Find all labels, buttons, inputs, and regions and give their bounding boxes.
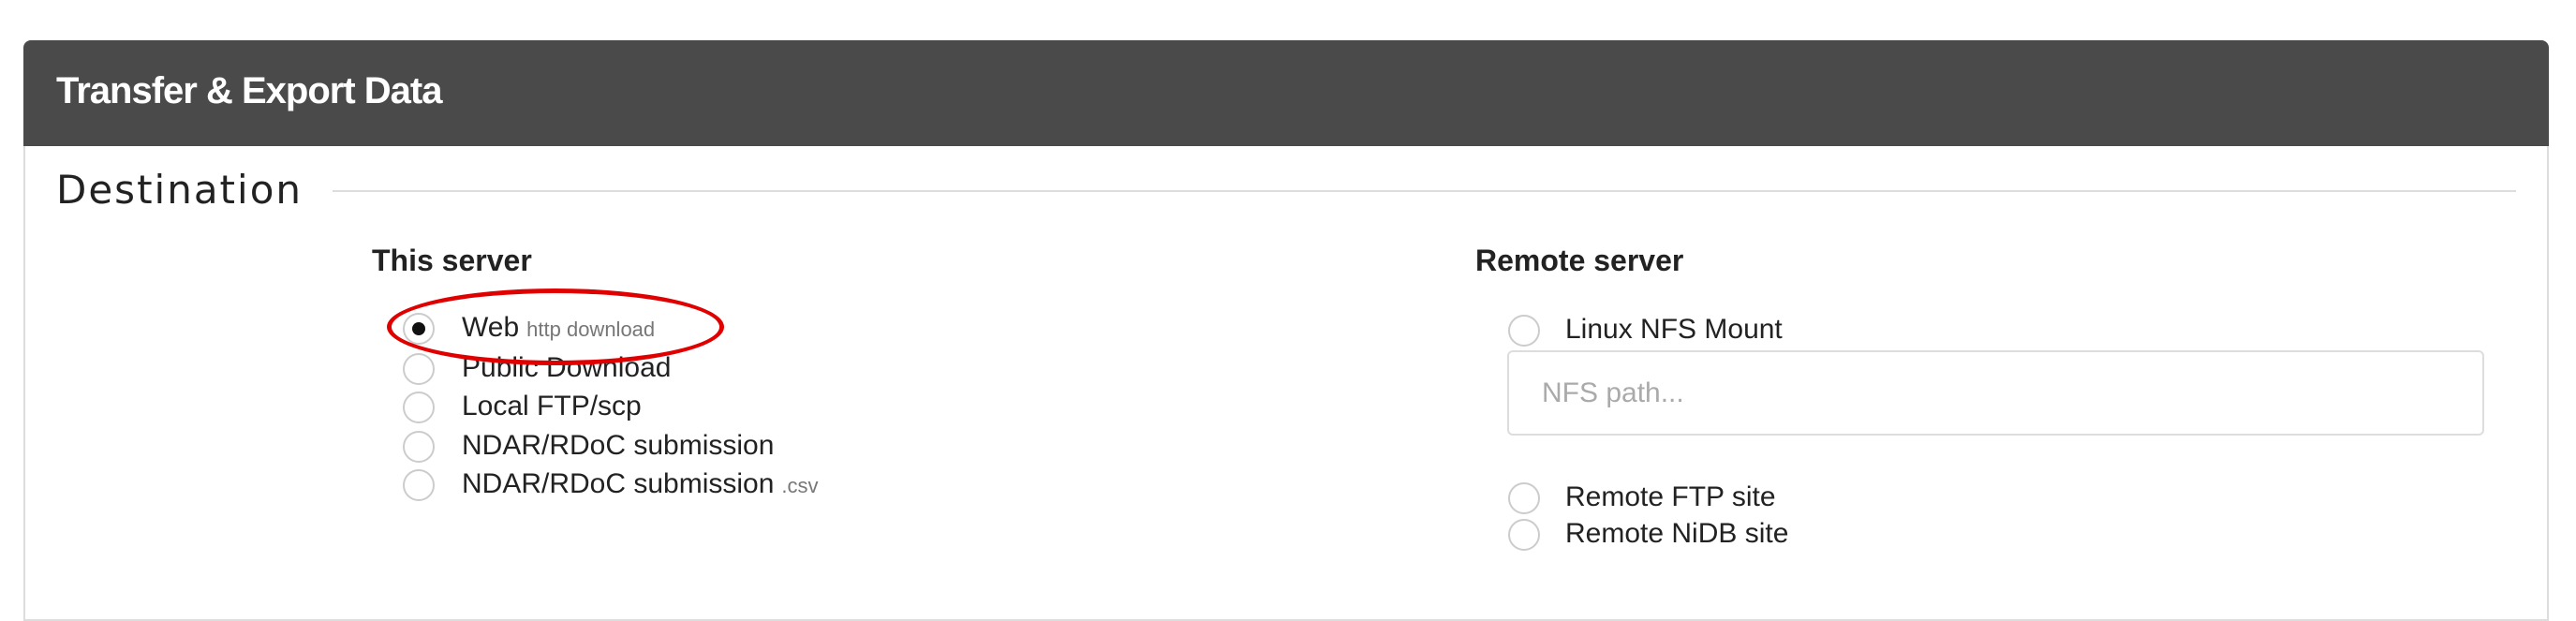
section-divider <box>333 190 2516 192</box>
section-title-destination: Destination <box>56 167 303 213</box>
option-ndar-label[interactable]: NDAR/RDoC submission <box>462 430 775 461</box>
transfer-export-panel: Transfer & Export Data <box>23 40 2549 621</box>
option-hint: .csv <box>781 474 819 497</box>
option-local-ftp-label[interactable]: Local FTP/scp <box>462 391 642 421</box>
option-web-label[interactable]: Web http download <box>462 312 655 344</box>
panel-header: Transfer & Export Data <box>23 40 2549 146</box>
radio-ndar-csv[interactable] <box>403 469 435 501</box>
radio-web[interactable] <box>403 313 435 345</box>
panel-title: Transfer & Export Data <box>56 70 442 111</box>
radio-linux-nfs[interactable] <box>1508 315 1540 347</box>
radio-remote-nidb[interactable] <box>1508 519 1540 551</box>
radio-ndar-submission[interactable] <box>403 431 435 463</box>
option-remote-nidb-label[interactable]: Remote NiDB site <box>1565 518 1789 549</box>
radio-local-ftp[interactable] <box>403 392 435 423</box>
option-hint: http download <box>526 318 656 341</box>
radio-public-download[interactable] <box>403 353 435 385</box>
this-server-heading: This server <box>372 244 532 277</box>
option-remote-ftp-label[interactable]: Remote FTP site <box>1565 481 1776 512</box>
option-ndar-csv-label[interactable]: NDAR/RDoC submission .csv <box>462 468 819 500</box>
radio-remote-ftp[interactable] <box>1508 482 1540 514</box>
option-linux-nfs-label[interactable]: Linux NFS Mount <box>1565 314 1783 345</box>
option-public-download-label[interactable]: Public Download <box>462 352 672 383</box>
label-text: NDAR/RDoC submission <box>462 468 775 499</box>
label-text: Web <box>462 312 520 343</box>
nfs-path-input[interactable] <box>1507 350 2484 436</box>
remote-server-heading: Remote server <box>1475 244 1684 277</box>
